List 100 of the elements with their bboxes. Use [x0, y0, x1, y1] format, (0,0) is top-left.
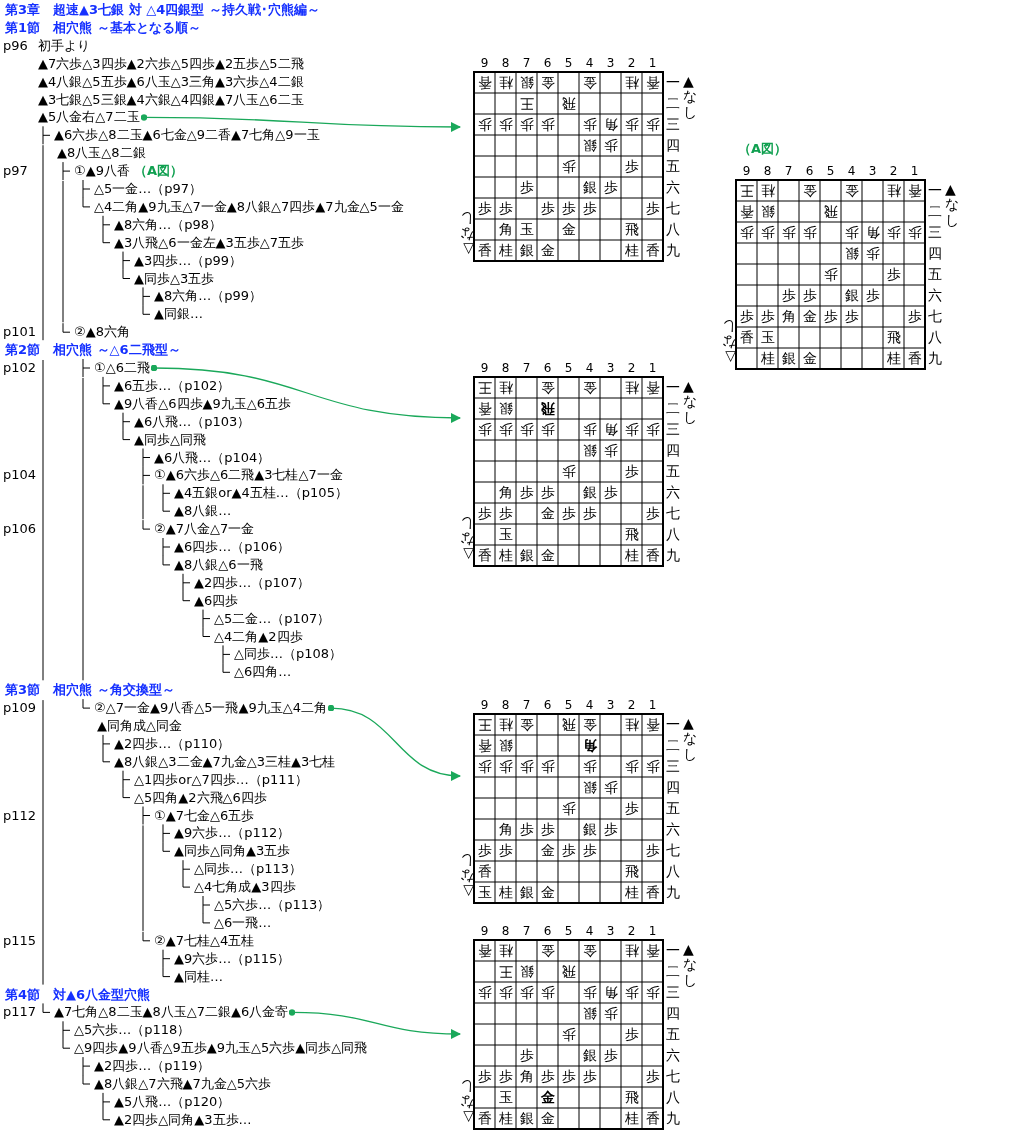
- move-sequence: △同歩…（p108）: [234, 645, 343, 664]
- page-number: p102: [3, 359, 37, 377]
- file-number: 3: [605, 55, 616, 71]
- file-number: 1: [647, 360, 658, 376]
- file-number: 1: [909, 163, 920, 179]
- piece-row-text: 歩歩 金歩歩 歩: [476, 504, 661, 523]
- piece-row-text: 玉 飛: [497, 525, 640, 544]
- move-sequence: △5二金…（p107）: [214, 609, 331, 628]
- rank-number: 四: [665, 442, 681, 458]
- page-number: p115: [3, 931, 37, 950]
- hand-label: ▲なし: [683, 379, 697, 426]
- rank-number: 五: [927, 266, 943, 282]
- move-sequence: ▲5八金右△7二玉: [38, 108, 140, 127]
- piece-row-text: 王桂 金 金 桂香: [476, 379, 661, 398]
- piece-row-text: 銀歩: [581, 137, 619, 156]
- page-number: p101: [3, 323, 37, 342]
- move-sequence: △5四角▲2六飛△6四歩: [134, 788, 267, 807]
- piece-row-text: 香桂銀金 桂香: [476, 1109, 661, 1128]
- page-number: p96: [3, 36, 28, 55]
- file-number: 7: [521, 697, 532, 713]
- rank-number: 八: [665, 863, 681, 879]
- file-number: 7: [521, 360, 532, 376]
- file-number: 7: [521, 55, 532, 71]
- piece-row-text: 銀歩: [581, 442, 619, 461]
- move-sequence: △4二角▲2四歩: [214, 627, 303, 646]
- move-sequence: ▲6六歩△8二玉▲6七金△9二香▲7七角△9一玉: [54, 126, 320, 145]
- piece-row-text: 香銀 飛: [476, 400, 556, 419]
- piece-row-text: 銀歩: [581, 779, 619, 798]
- hand-label: ▲なし: [945, 182, 959, 229]
- section-heading: 第2節 相穴熊 ～△6二飛型～: [5, 341, 181, 360]
- file-number: 2: [626, 55, 637, 71]
- piece-row-text: 王 飛: [518, 95, 577, 114]
- piece-row-text: 玉 金 飛: [497, 1088, 640, 1107]
- rank-number: 二: [665, 963, 681, 979]
- hand-label: △なし: [460, 1079, 474, 1126]
- figure-reference: （A図）: [134, 162, 184, 181]
- piece-row-text: 香玉 飛: [738, 328, 902, 347]
- rank-number: 四: [665, 137, 681, 153]
- move-sequence: ▲同桂…: [174, 967, 223, 986]
- section-heading: 第4節 対▲6八金型穴熊: [5, 985, 151, 1004]
- move-sequence: △5六歩…（p118）: [74, 1021, 191, 1040]
- rank-number: 五: [665, 158, 681, 174]
- rank-number: 六: [665, 1047, 681, 1063]
- file-number: 9: [479, 923, 490, 939]
- file-number: 9: [479, 55, 490, 71]
- move-sequence: ▲2四歩△同角▲3五歩…: [114, 1110, 252, 1129]
- file-number: 4: [846, 163, 857, 179]
- move-sequence: △1四歩or△7四歩…（p111）: [134, 770, 308, 789]
- move-sequence: ▲8八銀△6一飛: [174, 555, 263, 574]
- section-heading: 第3節 相穴熊 ～角交換型～: [5, 681, 175, 700]
- connector-arrow: [288, 1009, 462, 1039]
- move-sequence: ▲2四歩…（p107）: [194, 573, 311, 592]
- move-sequence: ②▲7七桂△4五桂: [154, 931, 255, 950]
- file-number: 8: [500, 360, 511, 376]
- piece-row-text: 玉桂銀金 桂香: [476, 883, 661, 902]
- rank-number: 八: [665, 1089, 681, 1105]
- file-number: 9: [479, 360, 490, 376]
- hand-label: ▲なし: [683, 74, 697, 121]
- file-number: 1: [647, 923, 658, 939]
- move-sequence: △6一飛…: [214, 913, 272, 932]
- move-sequence: ▲8六角…（p98）: [114, 215, 223, 234]
- rank-number: 五: [665, 1026, 681, 1042]
- move-sequence: ②▲7八金△7一金: [154, 520, 255, 539]
- file-number: 4: [584, 360, 595, 376]
- rank-number: 七: [927, 308, 943, 324]
- piece-row-text: 歩歩歩歩 歩角歩歩: [738, 224, 923, 243]
- file-number: 3: [867, 163, 878, 179]
- move-sequence: ▲同歩△同飛: [134, 430, 206, 449]
- move-sequence: ▲3四歩…（p99）: [134, 251, 243, 270]
- piece-row-text: 銀歩: [581, 1005, 619, 1024]
- hand-label: △なし: [460, 853, 474, 900]
- piece-row-text: 王桂 金 金 桂香: [738, 182, 923, 201]
- rank-number: 一: [665, 716, 681, 732]
- file-number: 2: [888, 163, 899, 179]
- move-sequence: ▲6四歩: [194, 591, 239, 610]
- file-number: 5: [563, 360, 574, 376]
- rank-number: 八: [665, 221, 681, 237]
- rank-number: 三: [665, 984, 681, 1000]
- move-sequence: 初手より: [38, 36, 90, 55]
- file-number: 4: [584, 55, 595, 71]
- rank-number: 六: [927, 287, 943, 303]
- rank-number: 九: [927, 350, 943, 366]
- file-number: 8: [500, 55, 511, 71]
- rank-number: 九: [665, 242, 681, 258]
- move-sequence: △4二角▲9九玉△7一金▲8八銀△7四歩▲7九金△5一金: [94, 197, 404, 216]
- rank-number: 一: [665, 74, 681, 90]
- rank-number: 八: [927, 329, 943, 345]
- file-number: 9: [741, 163, 752, 179]
- move-sequence: △6四角…: [234, 663, 292, 682]
- file-number: 2: [626, 923, 637, 939]
- rank-number: 九: [665, 884, 681, 900]
- move-sequence: ▲同銀…: [154, 305, 203, 324]
- move-sequence: ▲9六歩…（p112）: [174, 824, 291, 843]
- move-sequence: ▲8六角…（p99）: [154, 287, 263, 306]
- move-sequence: ▲4八銀△5五歩▲6八玉△3三角▲3六歩△4二銀: [38, 72, 304, 91]
- page-number: p109: [3, 699, 37, 718]
- move-sequence: ▲8八玉△8二銀: [57, 144, 146, 163]
- figure-label: （A図）: [738, 140, 788, 158]
- page-number: p112: [3, 806, 37, 825]
- move-sequence: ▲4五銀or▲4五桂…（p105）: [174, 484, 348, 503]
